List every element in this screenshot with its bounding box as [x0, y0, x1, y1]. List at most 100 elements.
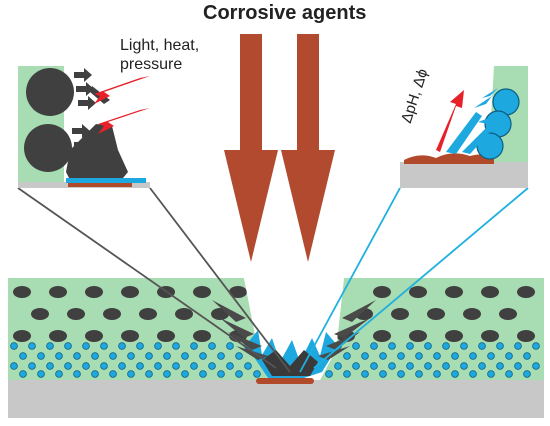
microcapsule: [118, 342, 126, 350]
microcapsule: [55, 352, 63, 360]
microcapsule: [343, 352, 351, 360]
microcapsule: [64, 342, 72, 350]
microcapsule: [514, 342, 522, 350]
pigment-particle: [481, 286, 499, 298]
microcapsule: [460, 362, 468, 370]
pigment-particle: [49, 286, 67, 298]
microcapsule: [208, 362, 216, 370]
leader-line-right-b: [313, 187, 529, 369]
pigment-particle: [85, 330, 103, 342]
inset-stimuli: [18, 66, 150, 188]
microcapsule: [91, 370, 99, 378]
microcapsule: [190, 362, 198, 370]
corrosive-arrow-icon: [281, 34, 335, 262]
microcapsule: [28, 362, 36, 370]
microcapsule: [73, 370, 81, 378]
crack-fragments: [212, 300, 376, 360]
corrosive-arrows: [224, 34, 335, 262]
microcapsule: [244, 362, 252, 370]
pigment-particles: [13, 286, 535, 342]
microcapsule: [154, 342, 162, 350]
microcapsule: [487, 370, 495, 378]
inset-left-healing-film: [66, 178, 146, 183]
microcapsule: [433, 352, 441, 360]
microcapsule: [397, 370, 405, 378]
inset-left-rust: [68, 183, 132, 187]
microcapsule: [172, 342, 180, 350]
leader-line-left-b: [149, 187, 291, 373]
microcapsule: [469, 352, 477, 360]
pigment-particle: [373, 286, 391, 298]
microcapsule: [406, 362, 414, 370]
microcapsule: [226, 362, 234, 370]
stimuli-label: Light, heat, pressure: [120, 36, 199, 74]
microcapsule: [478, 362, 486, 370]
microcapsule: [127, 370, 135, 378]
microcapsule: [82, 362, 90, 370]
pigment-particle: [13, 286, 31, 298]
microcapsule: [361, 352, 369, 360]
pigment-particle: [139, 308, 157, 320]
inset-right-release: [446, 88, 498, 154]
pigment-particle: [373, 330, 391, 342]
light-heat-pressure-arrow-icon: [94, 76, 150, 134]
microcapsule: [523, 370, 531, 378]
inset-ph-trigger: [400, 66, 528, 188]
microcapsule: [163, 370, 171, 378]
leader-line-left-a: [17, 187, 277, 369]
microcapsule: [190, 342, 198, 350]
microcapsule: [208, 342, 216, 350]
microcapsule: [55, 370, 63, 378]
microcapsule: [100, 342, 108, 350]
pigment-particle: [121, 330, 139, 342]
microcapsule: [253, 370, 261, 378]
microcapsule: [28, 342, 36, 350]
microcapsule: [379, 352, 387, 360]
microcapsule: [424, 342, 432, 350]
inset-left-release-flow: [66, 124, 128, 184]
pigment-particle: [463, 308, 481, 320]
pigment-particle: [481, 330, 499, 342]
pigment-particle: [409, 330, 427, 342]
ph-trigger-arrow-icon: [436, 90, 464, 152]
microcapsule: [127, 352, 135, 360]
microcapsule: [415, 370, 423, 378]
microcapsule: [217, 370, 225, 378]
pigment-particle: [445, 286, 463, 298]
microcapsule: [388, 362, 396, 370]
pigment-particle: [193, 330, 211, 342]
microcapsule: [505, 352, 513, 360]
pigment-particle: [193, 286, 211, 298]
microcapsule: [379, 370, 387, 378]
microcapsule: [217, 352, 225, 360]
corrosive-arrow-icon: [224, 34, 278, 262]
pigment-particle: [409, 286, 427, 298]
microcapsule: [370, 362, 378, 370]
microcapsule: [352, 362, 360, 370]
microcapsule: [370, 342, 378, 350]
microcapsule: [361, 370, 369, 378]
microcapsule: [226, 342, 234, 350]
microcapsule: [136, 362, 144, 370]
pigment-particle: [517, 286, 535, 298]
microcapsule: [343, 370, 351, 378]
microcapsule: [532, 342, 540, 350]
microcapsule: [397, 352, 405, 360]
pigment-particle: [391, 308, 409, 320]
microcapsule: [19, 352, 27, 360]
pigment-particle: [85, 286, 103, 298]
microcapsule: [46, 342, 54, 350]
microcapsule: [505, 370, 513, 378]
microcapsule: [496, 362, 504, 370]
inset-left-capsule-bottom: [24, 124, 72, 172]
microcapsule: [442, 342, 450, 350]
microcapsule: [10, 342, 18, 350]
microcapsule: [442, 362, 450, 370]
pigment-particle: [175, 308, 193, 320]
pigment-particle: [67, 308, 85, 320]
microcapsule: [181, 370, 189, 378]
pigment-particle: [445, 330, 463, 342]
pigment-particle: [229, 286, 247, 298]
microcapsule: [478, 342, 486, 350]
